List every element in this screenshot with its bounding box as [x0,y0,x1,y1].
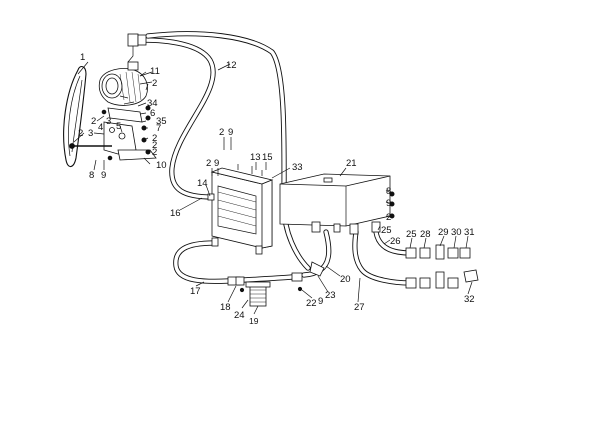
callout-2: 2 [386,212,391,223]
callout-2: 2 [219,127,224,138]
condenser [207,164,274,255]
callout-34: 34 [147,98,158,109]
callout-9: 9 [386,198,391,209]
callout-9: 9 [101,170,106,181]
callout-17: 17 [190,286,201,297]
callout-35: 35 [156,116,167,127]
callout-7: 7 [156,123,161,134]
callout-24: 24 [234,310,245,321]
callout-21: 21 [346,158,357,169]
tank-21 [279,173,395,235]
callout-13: 13 [250,152,261,163]
callout-25: 25 [406,229,417,240]
callout-2: 2 [152,133,157,144]
callout-15: 15 [262,152,273,163]
compressor [98,61,153,106]
callout-27: 27 [354,302,365,313]
callout-20: 20 [340,274,351,285]
pump-19 [227,276,271,307]
callout-10: 10 [156,160,167,171]
callout-33: 33 [292,162,303,173]
callout-31: 31 [464,227,475,238]
callout-16: 16 [170,208,181,219]
callout-9: 9 [318,296,323,307]
hose-center [241,274,295,283]
bracket-assembly [69,95,157,161]
fitting-top [127,33,147,63]
callout-2: 2 [206,158,211,169]
callout-3: 3 [106,116,111,127]
hose-12 [131,31,311,271]
hose-17 [173,240,231,284]
callout-29: 29 [438,227,449,238]
leader-lines [73,61,473,315]
callout-2: 2 [91,116,96,127]
callout-2: 2 [152,147,157,158]
callout-28: 28 [420,229,431,240]
callout-1: 1 [80,52,85,63]
callout-30: 30 [451,227,462,238]
callout-labels: 1 11 2 34 6 35 2 3 5 7 2 4 3 2 2 2 10 8 … [78,52,475,326]
callout-2: 2 [152,140,157,151]
callout-23: 23 [325,290,336,301]
callout-4: 4 [98,122,103,133]
callout-14: 14 [197,178,208,189]
callout-26: 26 [390,236,401,247]
callout-22: 22 [306,298,317,309]
fittings-right [405,244,479,289]
callout-18: 18 [220,302,231,313]
callout-19: 19 [249,316,259,326]
callout-5: 5 [116,121,121,132]
callout-9: 9 [214,158,219,169]
callout-25: 25 [381,225,392,236]
callout-32: 32 [464,294,475,305]
callout-2: 2 [152,78,157,89]
callout-3: 3 [88,128,93,139]
callout-9: 9 [228,127,233,138]
fitting-23 [291,261,325,292]
belt-1 [63,65,87,168]
callout-2: 2 [78,128,83,139]
callout-11: 11 [150,66,160,77]
callout-8: 8 [386,186,391,197]
callout-12: 12 [226,60,237,71]
hose-27 [352,229,413,286]
callout-8: 8 [89,170,94,181]
callout-6: 6 [150,108,155,119]
